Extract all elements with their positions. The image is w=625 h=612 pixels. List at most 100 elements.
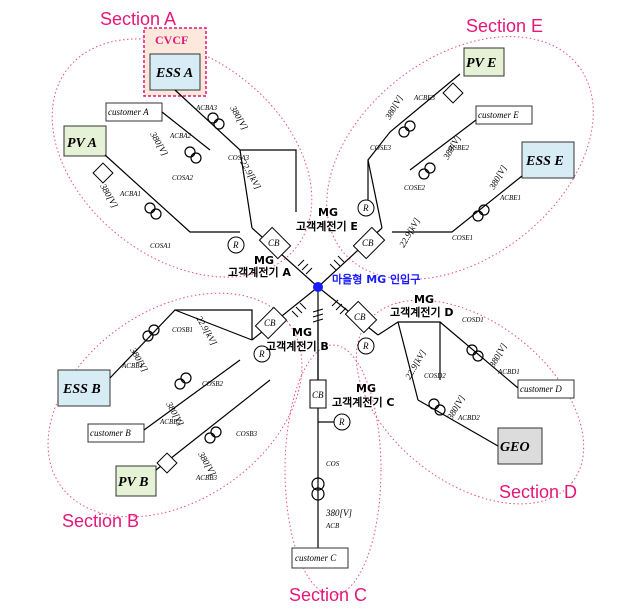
customer-c-label: customer C: [295, 553, 337, 563]
cose3-label: COSE3: [370, 144, 392, 152]
cb-d-label: CB: [354, 312, 366, 322]
meter-c-l1: MG: [356, 382, 376, 395]
ess-a-box: [149, 53, 201, 91]
customer-e-box: [475, 105, 533, 125]
section-e-title: Section E: [466, 16, 543, 36]
cosd1-label: COSD1: [462, 316, 484, 324]
cb-a-label: CB: [268, 238, 280, 248]
relay-e-label: R: [362, 203, 369, 213]
cb-c: [309, 379, 327, 409]
section-b-title: Section B: [62, 511, 139, 531]
cb-b-label: CB: [264, 318, 276, 328]
cosc1-label: COS: [326, 460, 340, 468]
relay-e: [357, 199, 375, 217]
pv-a-box: [63, 125, 107, 157]
cb-d: [344, 300, 378, 334]
meter-b-l1: MG: [292, 326, 312, 339]
acba3-label: ACBA3: [195, 104, 217, 112]
geo-label: GEO: [500, 440, 530, 455]
meter-c-l2: 고객계전기 C: [332, 395, 395, 409]
cosa1-label: COSA1: [150, 242, 171, 250]
v380-a1-label: 380[V]: [228, 103, 250, 132]
relay-b-label: R: [258, 349, 265, 359]
section-a-title: Section A: [100, 9, 176, 29]
cosd2-label: COSD2: [424, 372, 446, 380]
ess-e-box: [521, 141, 575, 179]
pv-e-label: PV E: [466, 56, 496, 71]
relay-c-label: R: [338, 417, 345, 427]
cb-e: [352, 226, 386, 260]
cb-b: [254, 306, 288, 340]
hub-node: [313, 282, 323, 292]
customer-d-box: [517, 379, 575, 399]
ess-b-box: [57, 369, 111, 407]
section-a-region: [51, 38, 313, 278]
acba2-label: ACBA2: [169, 132, 191, 140]
v380-e3-label: 380[V]: [487, 163, 509, 192]
meter-d-l1: MG: [414, 293, 434, 306]
section-e-group: PV E ESS E customer E ACBE3 COSE3 COSE2 …: [296, 47, 575, 260]
section-c-group: CB R MG 고객계전기 C COS 380[V] ACB customer …: [291, 322, 395, 569]
kv-b-label: 22.9[kV]: [194, 314, 219, 347]
pv-a-label: PV A: [67, 136, 97, 151]
customer-c-box: [291, 547, 349, 569]
relay-a: [227, 236, 245, 254]
cosa3-label: COSA3: [228, 154, 250, 162]
pv-e-box: [463, 47, 505, 77]
meter-b-l2: 고객계전기 B: [266, 339, 329, 353]
relay-d: [357, 337, 375, 355]
v380-e1-label: 380[V]: [383, 93, 405, 122]
section-a-group: CVCF ESS A PV A customer A ACBA3 COSA3 A…: [63, 27, 297, 279]
meter-e-l2: 고객계전기 E: [296, 219, 358, 233]
relay-d-label: R: [362, 341, 369, 351]
cb-a: [258, 226, 292, 260]
section-c-region: [284, 344, 382, 596]
meter-d-l2: 고객계전기 D: [390, 305, 454, 319]
geo-box: [497, 427, 543, 465]
relay-b: [253, 345, 271, 363]
hub-label: 마을형 MG 인입구: [332, 272, 420, 286]
acbd1-label: ACBD1: [497, 368, 520, 376]
cosb3-label: COSB3: [236, 430, 258, 438]
customer-b-label: customer B: [90, 428, 131, 438]
pv-b-label: PV B: [118, 475, 148, 490]
relay-a-label: R: [232, 240, 239, 250]
cose1-label: COSE1: [452, 234, 473, 242]
acbe3-label: ACBE3: [413, 94, 435, 102]
ess-a-label: ESS A: [155, 66, 193, 81]
v380-c-label: 380[V]: [325, 508, 353, 518]
acbb3-label: ACBB3: [195, 474, 217, 482]
ess-e-label: ESS E: [525, 154, 564, 169]
customer-e-label: customer E: [478, 110, 519, 120]
kv-a-label: 22.9[kV]: [238, 158, 263, 191]
customer-b-box: [87, 423, 145, 443]
cb-c-label: CB: [312, 390, 324, 400]
acbc1-label: ACB: [325, 522, 340, 530]
meter-e-l1: MG: [318, 206, 338, 219]
section-d-region: [355, 299, 585, 505]
meter-a-l2: 고객계전기 A: [228, 265, 291, 279]
acba1-label: ACBA1: [119, 190, 141, 198]
pv-b-box: [115, 465, 157, 497]
v380-a2-label: 380[V]: [148, 129, 170, 158]
section-c-title: Section C: [289, 585, 367, 605]
cose2-label: COSE2: [404, 184, 426, 192]
cb-e-label: CB: [362, 238, 374, 248]
customer-d-label: customer D: [520, 384, 562, 394]
section-e-region: [326, 36, 594, 280]
acbe1-label: ACBE1: [499, 194, 521, 202]
section-b-group: ESS B PV B customer B COSB1 ACBB1 COSB2 …: [57, 306, 329, 497]
ess-b-label: ESS B: [62, 382, 101, 397]
cosb2-label: COSB2: [202, 380, 224, 388]
section-b-region: [47, 292, 303, 518]
v380-d1-label: 380[V]: [487, 341, 509, 370]
acbe2-label: ACBE2: [447, 144, 469, 152]
customer-a-label: customer A: [108, 107, 149, 117]
cosa2-label: COSA2: [172, 174, 194, 182]
v380-a3-label: 380[V]: [98, 181, 120, 210]
cvcf-label: CVCF: [155, 33, 188, 47]
section-d-title: Section D: [499, 482, 577, 502]
acbb2-label: ACBB2: [159, 418, 181, 426]
